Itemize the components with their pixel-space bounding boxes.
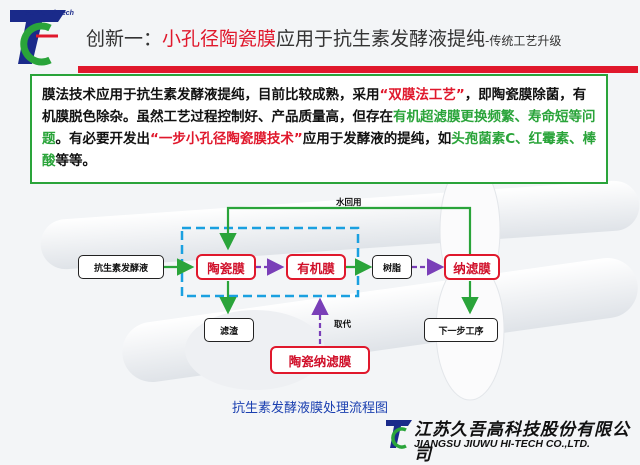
body-text-2: ，即陶瓷膜除菌，有机膜脱色除杂。虽然工艺过程控制好、产品质量高，但存在 (42, 87, 587, 125)
intro-text-box: 膜法技术应用于抗生素发酵液提纯，目前比较成熟，采用“双膜法工艺”，即陶瓷膜除菌，… (30, 74, 608, 184)
company-name-en: JIANGSU JIUWU HI-TECH CO.,LTD. (414, 438, 590, 450)
node-filter-residue: 滤渣 (204, 318, 254, 342)
body-quote-1: “双膜法工艺” (379, 87, 465, 103)
body-text-3: 。有必要开发出 (55, 131, 151, 147)
footer-logo (386, 420, 412, 449)
title-underline (78, 66, 638, 73)
node-ceramic-membrane: 陶瓷膜 (196, 254, 256, 280)
page-title: 创新一：小孔径陶瓷膜应用于抗生素发酵液提纯-传统工艺升级 (86, 24, 561, 51)
node-nanofiltration-membrane: 纳滤膜 (444, 254, 500, 280)
water-reuse-label: 水回用 (336, 198, 362, 208)
body-text-1: 膜法技术应用于抗生素发酵液提纯，目前比较成熟，采用 (42, 87, 380, 103)
node-fermentation-broth: 抗生素发酵液 (78, 255, 164, 279)
body-quote-2: “一步小孔径陶瓷膜技术” (150, 131, 303, 147)
node-resin: 树脂 (372, 255, 412, 279)
body-green-1: 有机超滤膜更换频繁、寿命短等问题 (42, 109, 596, 147)
node-ceramic-nanofiltration: 陶瓷纳滤膜 (270, 346, 370, 374)
diagram-caption: 抗生素发酵液膜处理流程图 (232, 401, 389, 416)
node-next-process: 下一步工序 (424, 318, 498, 342)
node-organic-membrane: 有机膜 (286, 254, 346, 280)
body-text-5: 等等。 (55, 153, 97, 169)
replace-label: 取代 (334, 320, 352, 330)
title-main: 应用于抗生素发酵液提纯 (276, 28, 486, 50)
title-suffix: -传统工艺升级 (485, 34, 562, 48)
company-logo (10, 10, 66, 66)
body-text-4: 应用于发酵液的提纯，如 (302, 131, 452, 147)
body-green-2: 头孢菌素C、红霉素、棒酸 (42, 131, 597, 169)
title-prefix: 创新一： (86, 28, 163, 50)
logo-text: JIUWU Hi-Tech (24, 10, 74, 17)
title-highlight: 小孔径陶瓷膜 (162, 28, 277, 50)
